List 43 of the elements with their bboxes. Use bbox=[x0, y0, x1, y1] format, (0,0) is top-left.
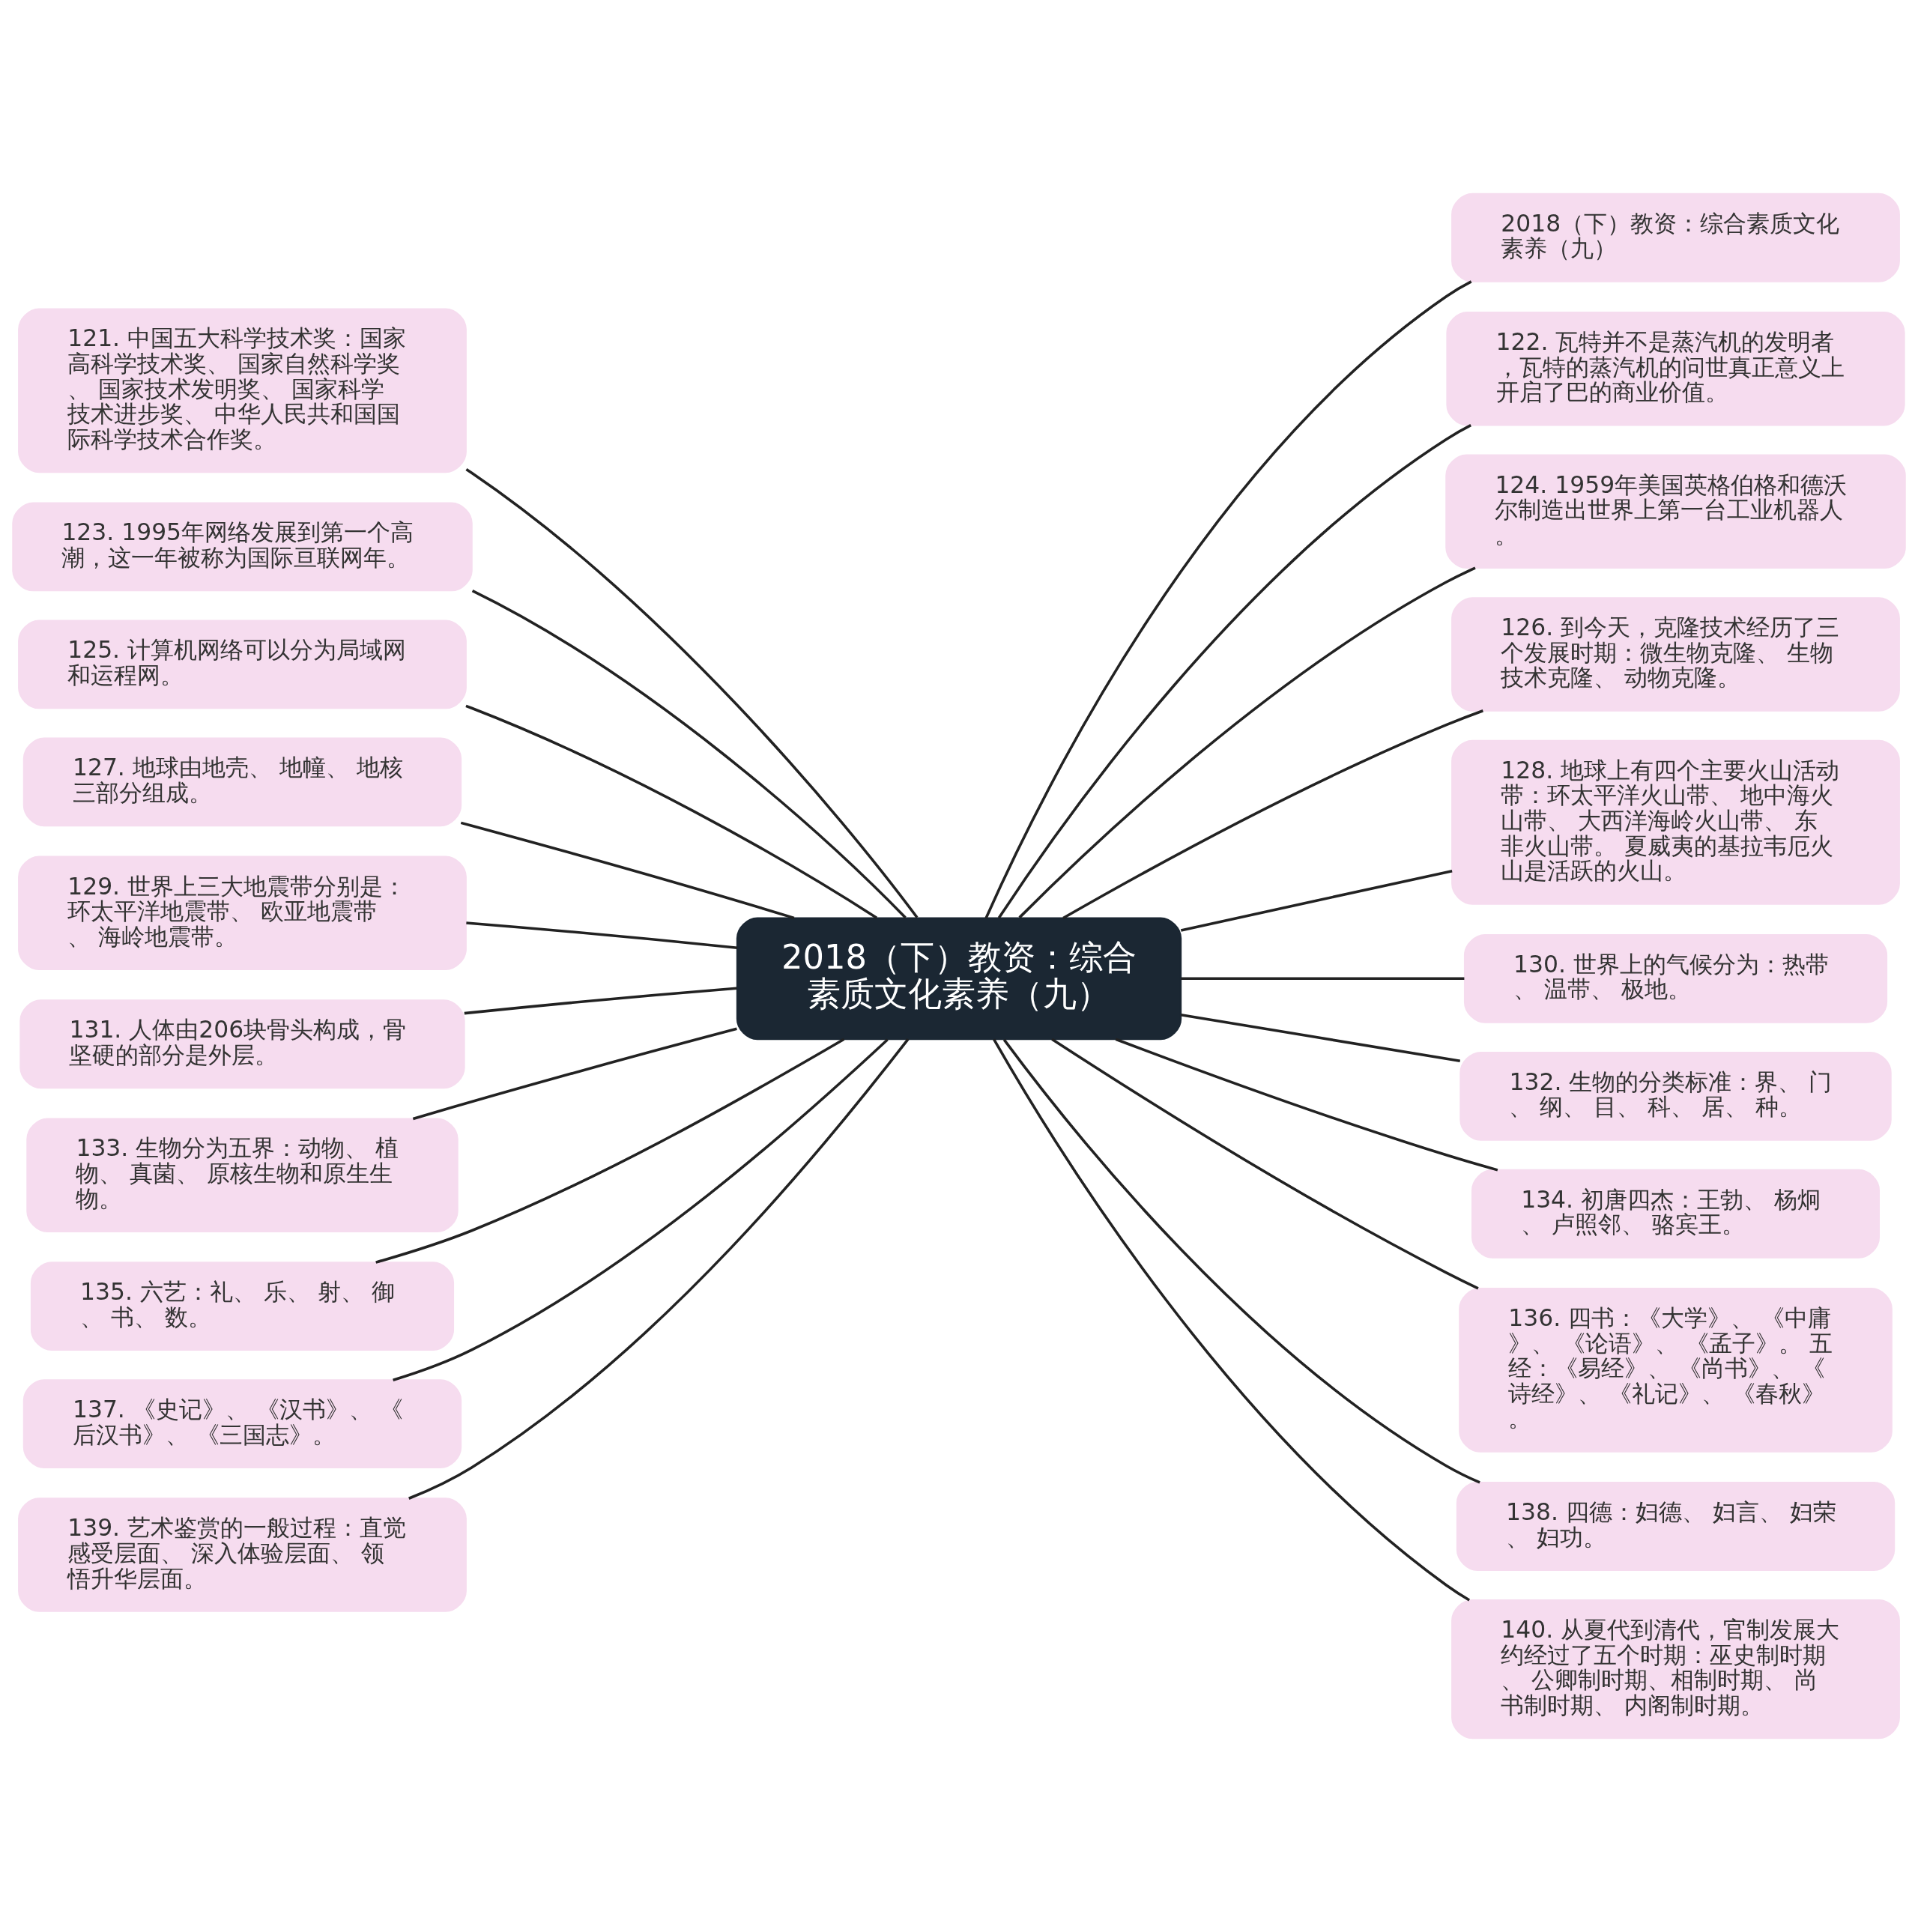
node-box: 125. 计算机网络可以分为局域网和运程网。 bbox=[18, 620, 467, 709]
connector bbox=[408, 1038, 910, 1500]
connector bbox=[1062, 709, 1483, 920]
connector bbox=[993, 1038, 1471, 1602]
node-box: 128. 地球上有四个主要火山活动带：环太平洋火山带、 地中海火山带、 大西洋海岭火山带、 东非火山带。 夏威夷的基拉韦厄火山是活跃的火山。 bbox=[1451, 739, 1900, 905]
connector bbox=[1115, 1038, 1498, 1172]
node-box: 133. 生物分为五界：动物、 植物、 真菌、 原核生物和原生生物。 bbox=[26, 1118, 459, 1232]
connector bbox=[393, 1038, 889, 1381]
node-box: 123. 1995年网络发展到第一个高潮，这一年被称为国际亘联网年。 bbox=[12, 502, 473, 592]
node-box: 138. 四德：妇德、 妇言、 妇荣、 妇功。 bbox=[1456, 1482, 1896, 1571]
node-box: 2018（下）教资：综合素质文化素养（九） bbox=[736, 917, 1182, 1041]
connector bbox=[464, 987, 737, 1015]
connector bbox=[1180, 869, 1453, 932]
connector bbox=[1181, 1014, 1461, 1062]
node-box: 131. 人体由206块骨头构成，骨坚硬的部分是外层。 bbox=[19, 999, 465, 1089]
node-box: 127. 地球由地壳、 地幢、 地核三部分组成。 bbox=[22, 737, 462, 827]
node-box: 2018（下）教资：综合素质文化素养（九） bbox=[1451, 193, 1900, 282]
node-box: 121. 中国五大科学技术奖：国家高科学技术奖、 国家自然科学奖、 国家技术发明奖、 国家科学技术进步奖、 中华人民共和国国际科学技术合作奖。 bbox=[18, 308, 467, 473]
node-box: 137. 《史记》、 《汉书》、 《后汉书》、 《三国志》。 bbox=[22, 1379, 462, 1469]
connector bbox=[984, 280, 1472, 919]
connector bbox=[1051, 1038, 1479, 1290]
node-box: 130. 世界上的气候分为：热带、 温带、 极地。 bbox=[1463, 933, 1888, 1023]
connector bbox=[1181, 977, 1465, 981]
connector bbox=[375, 1038, 845, 1264]
node-box: 134. 初唐四杰：王勃、 杨炯、 卢照邻、 骆宾王。 bbox=[1471, 1169, 1880, 1259]
node-box: 129. 世界上三大地震带分别是：环太平洋地震带、 欧亚地震带、 海岭地震带。 bbox=[18, 856, 467, 971]
connector bbox=[460, 821, 795, 920]
connector bbox=[466, 921, 738, 949]
connector bbox=[465, 467, 919, 918]
connector bbox=[465, 704, 878, 919]
node-box: 140. 从夏代到清代，官制发展大约经过了五个时期：巫史制时期、 公卿制时期、相制时期、 尚书制时期、 内阁制时期。 bbox=[1451, 1599, 1900, 1739]
node-box: 122. 瓦特并不是蒸汽机的发明者，瓦特的蒸汽机的问世真正意义上开启了巴的商业价值。 bbox=[1446, 311, 1905, 426]
node-box: 132. 生物的分类标准：界、 门、 纲、 目、 科、 居、 种。 bbox=[1459, 1051, 1892, 1141]
node-box: 126. 到今天，克隆技术经历了三个发展时期：微生物克隆、 生物技术克隆、 动物克隆。 bbox=[1451, 597, 1900, 712]
connector bbox=[1018, 566, 1476, 919]
connector bbox=[412, 1027, 737, 1121]
node-box: 136. 四书：《大学》、 《中庸》、 《论语》、 《孟子》。 五经：《易经》、 《尚书》、 《诗经》、 《礼记》、 《春秋》。 bbox=[1459, 1288, 1893, 1453]
node-box: 139. 艺术鉴赏的一般过程：直觉感受层面、 深入体验层面、 领悟升华层面。 bbox=[18, 1498, 467, 1612]
connector bbox=[1002, 1038, 1480, 1484]
connector bbox=[471, 590, 907, 919]
node-box: 135. 六艺：礼、 乐、 射、 御、 书、 数。 bbox=[30, 1262, 455, 1351]
connector bbox=[997, 424, 1471, 919]
node-box: 124. 1959年美国英格伯格和德沃尔制造出世界上第一台工业机器人。 bbox=[1445, 454, 1906, 569]
